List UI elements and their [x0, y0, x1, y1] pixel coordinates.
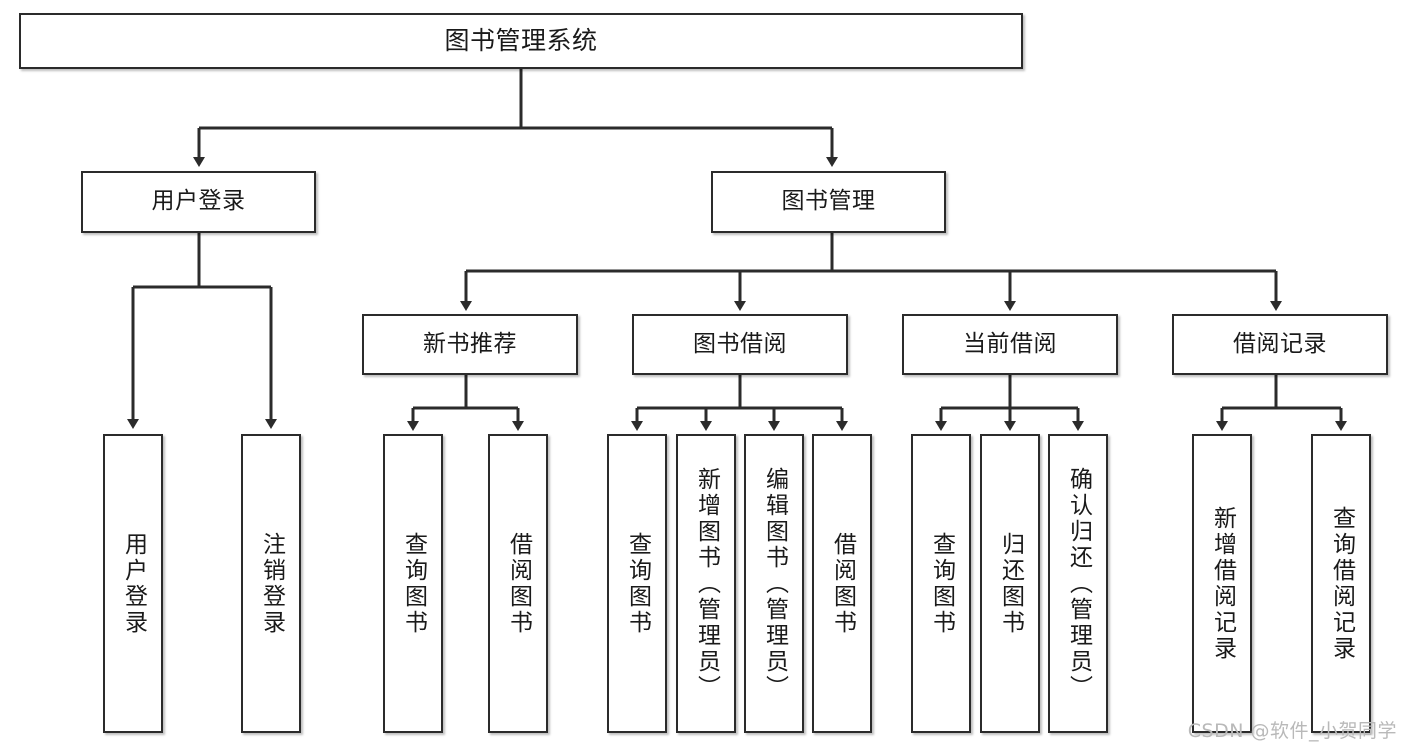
leaf-current-borrow-return[interactable]: 归还图书 [980, 434, 1040, 733]
leaf-book-borrow-add[interactable]: 新增图书（管理员） [676, 434, 736, 733]
node-label: 归还图书 [997, 531, 1024, 636]
node-label: 用户登录 [151, 188, 246, 215]
node-book-borrowing[interactable]: 图书借阅 [632, 314, 848, 375]
node-label: 新增借阅记录 [1209, 505, 1236, 662]
node-borrowing-record[interactable]: 借阅记录 [1172, 314, 1388, 375]
node-label: 编辑图书（管理员） [761, 466, 788, 701]
node-label: 查询图书 [624, 531, 651, 636]
node-user-login[interactable]: 用户登录 [81, 171, 316, 233]
leaf-borrow-record-add[interactable]: 新增借阅记录 [1192, 434, 1252, 733]
leaf-book-borrow-edit[interactable]: 编辑图书（管理员） [744, 434, 804, 733]
node-label: 新增图书（管理员） [693, 466, 720, 701]
node-label: 查询图书 [928, 531, 955, 636]
leaf-current-borrow-query[interactable]: 查询图书 [911, 434, 971, 733]
node-label: 新书推荐 [423, 330, 517, 357]
node-label: 用户登录 [120, 531, 147, 636]
leaf-user-login-logout[interactable]: 注销登录 [241, 434, 301, 733]
node-label: 图书管理系统 [444, 26, 598, 56]
leaf-current-borrow-confirm-return[interactable]: 确认归还（管理员） [1048, 434, 1108, 733]
node-book-management-system[interactable]: 图书管理系统 [19, 13, 1023, 69]
leaf-user-login-login[interactable]: 用户登录 [103, 434, 163, 733]
leaf-new-book-query[interactable]: 查询图书 [383, 434, 443, 733]
node-label: 图书借阅 [693, 330, 787, 357]
node-label: 注销登录 [258, 531, 285, 636]
node-label: 查询图书 [400, 531, 427, 636]
node-label: 当前借阅 [963, 330, 1057, 357]
leaf-new-book-borrow[interactable]: 借阅图书 [488, 434, 548, 733]
leaf-book-borrow-borrow[interactable]: 借阅图书 [812, 434, 872, 733]
node-label: 查询借阅记录 [1328, 505, 1355, 662]
node-label: 确认归还（管理员） [1065, 466, 1092, 701]
node-book-management[interactable]: 图书管理 [711, 171, 946, 233]
node-label: 借阅记录 [1233, 330, 1327, 357]
node-new-book-recommendation[interactable]: 新书推荐 [362, 314, 578, 375]
node-label: 图书管理 [781, 188, 876, 215]
node-label: 借阅图书 [505, 531, 532, 636]
node-label: 借阅图书 [829, 531, 856, 636]
leaf-borrow-record-query[interactable]: 查询借阅记录 [1311, 434, 1371, 733]
leaf-book-borrow-query[interactable]: 查询图书 [607, 434, 667, 733]
node-current-borrowing[interactable]: 当前借阅 [902, 314, 1118, 375]
